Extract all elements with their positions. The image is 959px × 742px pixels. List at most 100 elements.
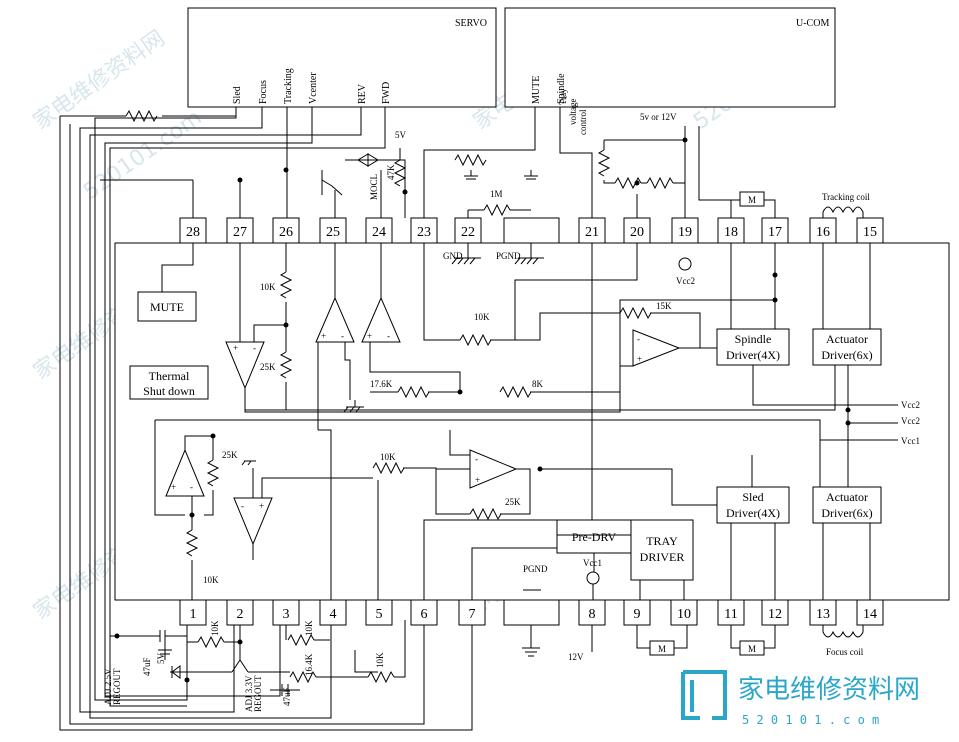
servo-signal-rev: REV bbox=[357, 83, 368, 104]
thermal-label-1: Thermal bbox=[149, 369, 190, 383]
servo-signal-fwd: FWD bbox=[381, 82, 392, 104]
pin-label-27: 27 bbox=[233, 225, 247, 240]
label-10k-b1: 10K bbox=[210, 620, 220, 636]
op-amp-25 bbox=[315, 296, 355, 343]
label-25k-pin27: 25K bbox=[260, 362, 276, 372]
mute-block bbox=[137, 291, 197, 322]
pin-box-8 bbox=[578, 599, 606, 626]
pin-label-21: 21 bbox=[585, 225, 599, 240]
pin-box-4 bbox=[319, 599, 347, 626]
resistor-tray-3 bbox=[646, 176, 674, 190]
thermal-shutdown-block bbox=[129, 365, 209, 400]
wiring bbox=[59, 107, 898, 731]
servo-signal-sled: Sled bbox=[232, 86, 243, 104]
op-amp-pin1 bbox=[165, 448, 205, 497]
ucom-title: U-COM bbox=[796, 18, 829, 29]
pgnd-pin-top bbox=[503, 217, 560, 244]
tray-driver-label-2: DRIVER bbox=[640, 550, 685, 564]
adj25-label-2: REGOUT bbox=[112, 668, 122, 705]
label-16-4k: 16.4K bbox=[304, 653, 314, 676]
label-25k-sled: 25K bbox=[505, 497, 521, 507]
pin-label-3: 3 bbox=[283, 607, 290, 622]
label-10k-pin1: 10K bbox=[203, 575, 219, 585]
focus-coil bbox=[822, 625, 864, 638]
adj25-label-1: ADJ 2.5V bbox=[103, 668, 113, 705]
servo-title: SERVO bbox=[455, 18, 487, 29]
tray-voltage-label-2: voltage bbox=[568, 99, 578, 126]
pin-label-18: 18 bbox=[724, 225, 738, 240]
pin-label-15: 15 bbox=[863, 225, 877, 240]
resistor-25k-pin27 bbox=[279, 351, 293, 379]
gnd-label: GND bbox=[443, 251, 463, 261]
supply-5v-12v-label: 5v or 12V bbox=[640, 112, 677, 122]
tracking-coil bbox=[822, 206, 864, 218]
svg-text:-: - bbox=[190, 482, 193, 492]
focus-coil-label: Focus coil bbox=[826, 647, 864, 657]
pin-label-5: 5 bbox=[376, 607, 383, 622]
svg-text:-: - bbox=[387, 331, 390, 341]
pin-label-6: 6 bbox=[421, 607, 428, 622]
svg-text:+: + bbox=[367, 331, 372, 341]
label-10k-sled: 10K bbox=[380, 452, 396, 462]
pin-box-28 bbox=[179, 217, 207, 244]
watermark-text: 家电维修资料网 bbox=[29, 26, 170, 135]
sled-driver-label-1: Sled bbox=[742, 490, 763, 504]
pin-label-28: 28 bbox=[186, 225, 200, 240]
pin-box-13 bbox=[809, 599, 837, 626]
label-25k-left: 25K bbox=[222, 450, 238, 460]
resistor-25k-left bbox=[206, 459, 220, 487]
ucom-block bbox=[504, 7, 836, 108]
label-47k: 47K bbox=[386, 164, 396, 180]
pin-label-12: 12 bbox=[768, 607, 782, 622]
pin-label-19: 19 bbox=[678, 225, 692, 240]
resistor-10k-b2 bbox=[287, 633, 315, 647]
tray-voltage-label-3: control bbox=[578, 109, 588, 135]
pin-label-14: 14 bbox=[863, 607, 877, 622]
op-amp-spindle bbox=[632, 329, 681, 367]
svg-text:+: + bbox=[233, 343, 238, 353]
pin-box-5 bbox=[365, 599, 393, 626]
svg-text:+: + bbox=[259, 501, 264, 511]
logo-title: 家电维修资料网 bbox=[738, 675, 920, 705]
label-10k-b3: 10K bbox=[375, 652, 385, 668]
pin-label-8: 8 bbox=[589, 607, 596, 622]
tray-driver-label-1: TRAY bbox=[646, 534, 678, 548]
pin-box-16 bbox=[809, 217, 837, 244]
sled-driver-label-2: Driver(4X) bbox=[726, 506, 780, 520]
v12-label: 12V bbox=[568, 652, 584, 662]
vcc1-bottom-label: Vcc1 bbox=[583, 558, 602, 568]
resistor-47k bbox=[393, 159, 407, 187]
pre-drv-block bbox=[556, 519, 632, 554]
thermal-label-2: Shut down bbox=[143, 384, 195, 398]
pin-box-12 bbox=[761, 599, 789, 626]
resistor-17-6k bbox=[397, 385, 430, 399]
resistor-10k-sled bbox=[372, 461, 405, 475]
pin-box-17 bbox=[761, 217, 789, 244]
resistor-10k-b3 bbox=[367, 670, 395, 684]
op-amps bbox=[165, 296, 681, 546]
vcc2-right-a-label: Vcc2 bbox=[901, 400, 920, 410]
resistor-10k-mid bbox=[459, 333, 492, 347]
pin-label-4: 4 bbox=[330, 607, 337, 622]
logo-url: 5 2 0 1 0 1 . c o m bbox=[742, 713, 879, 727]
resistor-tray-2 bbox=[614, 176, 642, 190]
pgnd-pin-bottom bbox=[503, 599, 560, 626]
resistor-16-4k bbox=[289, 670, 317, 684]
resistor-25k-sled bbox=[469, 507, 502, 521]
motor-tray-label: M bbox=[658, 644, 666, 654]
motors: M M M bbox=[649, 191, 765, 656]
svg-text:-: - bbox=[253, 343, 256, 353]
pin-label-1: 1 bbox=[190, 607, 197, 622]
pin-label-11: 11 bbox=[724, 607, 737, 622]
pin-box-24 bbox=[365, 217, 393, 244]
pin-label-23: 23 bbox=[417, 225, 431, 240]
label-1m: 1M bbox=[490, 189, 503, 199]
tray-driver-block bbox=[630, 519, 694, 581]
watermark-url: 520101.com bbox=[79, 105, 206, 205]
op-amp-24 bbox=[361, 296, 401, 343]
pin-label-20: 20 bbox=[630, 225, 644, 240]
